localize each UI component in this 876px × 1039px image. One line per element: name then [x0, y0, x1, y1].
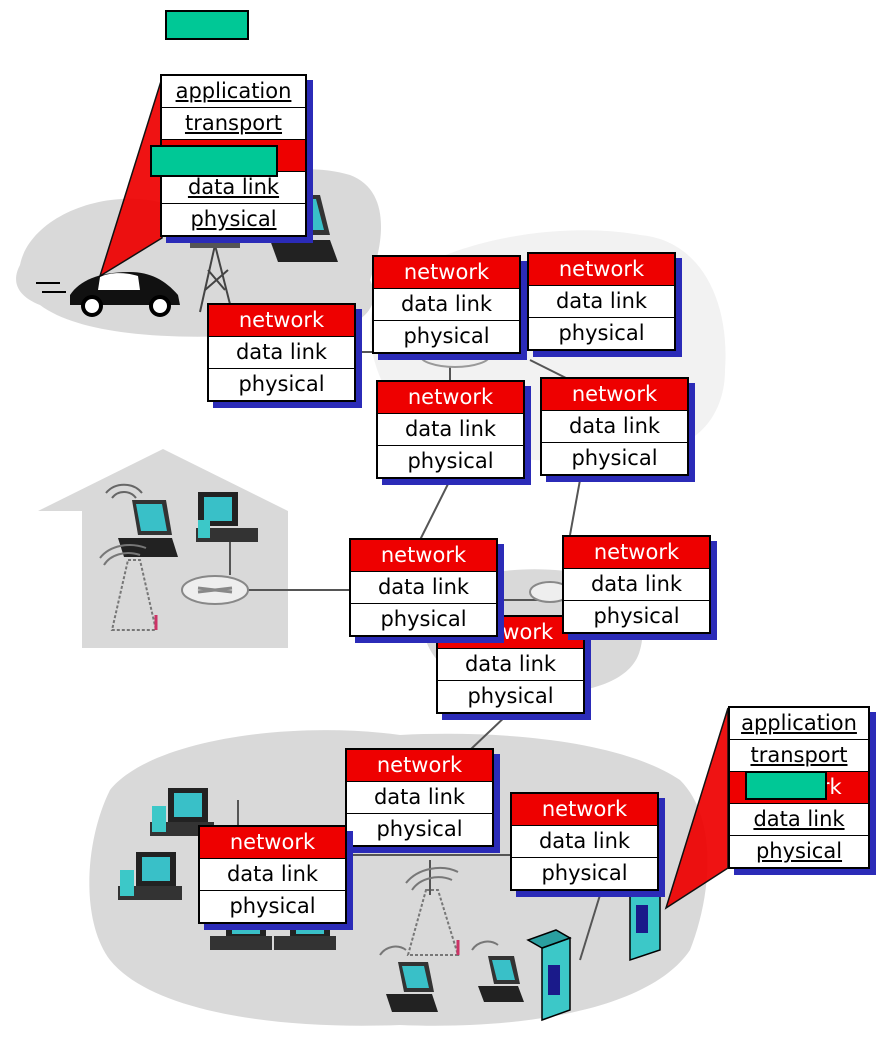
router-icon: [181, 342, 571, 605]
datagram-box: [745, 771, 827, 800]
network-layer: network: [209, 305, 354, 336]
network-layer: network: [542, 379, 687, 410]
physical-layer: physical: [730, 835, 868, 867]
datagram-box: [165, 10, 249, 40]
router-stack: network data link physical: [527, 252, 676, 351]
application-layer: application: [175, 79, 292, 103]
physical-layer: physical: [200, 890, 345, 922]
physical-layer: physical: [529, 317, 674, 349]
router-stack: network data link physical: [510, 792, 659, 891]
application-layer: application: [741, 711, 857, 735]
network-layer: network: [351, 540, 496, 571]
network-layer: network: [529, 254, 674, 285]
laptop-icon: [379, 945, 438, 1012]
transport-layer: transport: [162, 107, 305, 139]
physical-layer: physical: [209, 368, 354, 400]
physical-layer: physical: [564, 600, 709, 632]
data-link-layer: data link: [564, 568, 709, 600]
physical-layer: physical: [347, 813, 492, 845]
physical-layer: physical: [512, 857, 657, 889]
physical-layer: physical: [162, 203, 305, 235]
router-stack: network data link physical: [562, 535, 711, 634]
wireless-access-point-icon: [405, 867, 460, 956]
physical-layer: physical: [351, 603, 496, 635]
cell-tower-icon: [190, 240, 240, 313]
data-link-layer: data link: [347, 781, 492, 813]
data-link-layer: data link: [438, 648, 583, 680]
datagram-box: [150, 145, 278, 177]
data-link-layer: data link: [512, 825, 657, 857]
network-layer: network: [200, 827, 345, 858]
data-link-layer: data link: [200, 858, 345, 890]
laptop-icon: [471, 940, 524, 1002]
transport-layer: transport: [730, 739, 868, 771]
physical-layer: physical: [542, 442, 687, 474]
network-layer: network: [347, 750, 492, 781]
router-stack: network data link physical: [436, 615, 585, 714]
desktop-computer-icon: [196, 492, 258, 542]
router-stack: network data link physical: [349, 538, 498, 637]
router-stack: network data link physical: [345, 748, 494, 847]
physical-layer: physical: [378, 445, 523, 477]
desktop-computer-icon: [118, 852, 182, 900]
router-stack: network data link physical: [198, 825, 347, 924]
data-link-layer: data link: [378, 413, 523, 445]
router-stack: network data link physical: [540, 377, 689, 476]
physical-layer: physical: [438, 680, 583, 712]
router-stack: network data link physical: [372, 255, 521, 354]
data-link-layer: data link: [374, 288, 519, 320]
car-icon: [36, 272, 180, 317]
network-layer: network: [378, 382, 523, 413]
network-layer: network: [564, 537, 709, 568]
data-link-layer: data link: [730, 803, 868, 835]
network-layer: network: [512, 794, 657, 825]
data-link-layer: data link: [542, 410, 687, 442]
router-stack: network data link physical: [376, 380, 525, 479]
server-icon: [526, 929, 572, 1022]
router-stack: network data link physical: [207, 303, 356, 402]
data-link-layer: data link: [529, 285, 674, 317]
data-link-layer: data link: [209, 336, 354, 368]
network-layer: network: [374, 257, 519, 288]
wireless-access-point-icon: [99, 544, 158, 631]
physical-layer: physical: [374, 320, 519, 352]
data-link-layer: data link: [351, 571, 496, 603]
laptop-icon: [105, 483, 178, 557]
